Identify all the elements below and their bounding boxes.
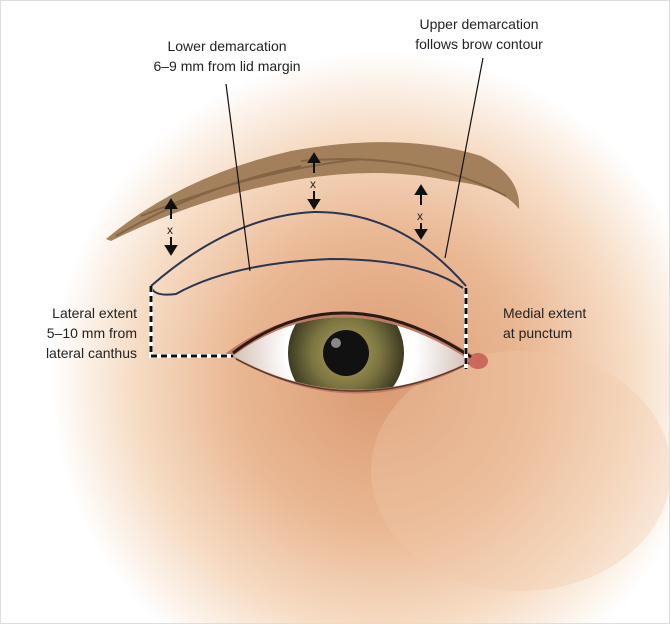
label-line: Lateral extent <box>52 305 137 321</box>
lower-demarcation-line <box>150 257 464 296</box>
lower-lashes <box>235 358 470 392</box>
label-line: 5–10 mm from <box>46 325 137 341</box>
upper-lashes <box>232 311 472 359</box>
upper-demarcation-label: Upper demarcation follows brow contour <box>379 14 579 54</box>
distance-arrows <box>164 152 428 256</box>
label-line: at punctum <box>503 325 573 341</box>
label-line: Upper demarcation <box>419 16 539 32</box>
pupil <box>323 330 369 376</box>
upper-demarcation-line <box>150 210 467 287</box>
distance-marker: x <box>417 209 423 223</box>
upper-demarcation-leader <box>444 57 484 259</box>
distance-marker: x <box>167 223 173 237</box>
label-line: Lower demarcation <box>167 38 287 54</box>
label-line: follows brow contour <box>415 36 543 52</box>
eyebrow <box>106 142 520 241</box>
distance-marker: x <box>310 177 316 191</box>
label-line: Medial extent <box>503 305 587 321</box>
label-line: 6–9 mm from lid margin <box>153 58 301 74</box>
lower-demarcation-leader <box>225 83 251 272</box>
label-line: lateral canthus <box>45 345 137 361</box>
cheek-shading <box>371 351 669 591</box>
medial-extent-label: Medial extent at punctum <box>503 303 643 343</box>
eye <box>226 311 488 394</box>
lower-demarcation-label: Lower demarcation 6–9 mm from lid margin <box>117 36 337 76</box>
caruncle <box>468 353 488 369</box>
lateral-extent-label: Lateral extent 5–10 mm from lateral cant… <box>7 303 137 363</box>
